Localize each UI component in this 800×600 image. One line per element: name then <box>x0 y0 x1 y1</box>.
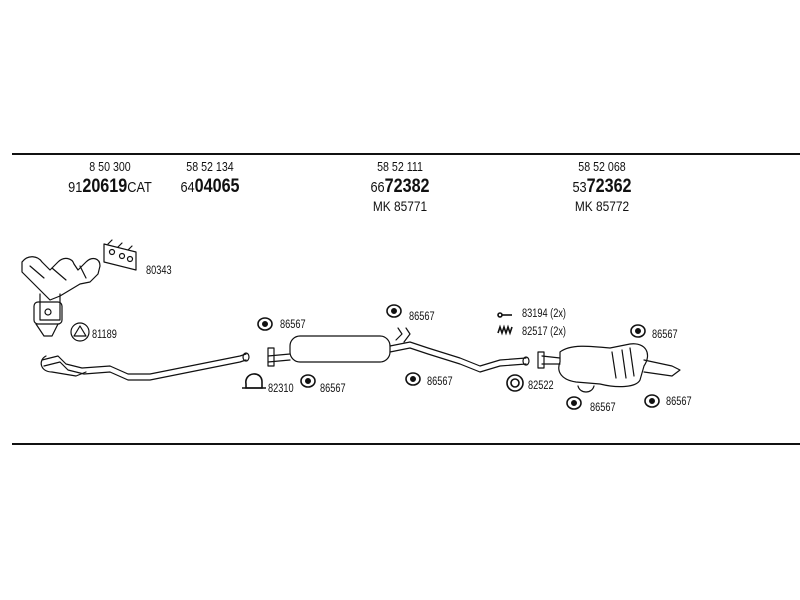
header-manifold-catalyst: 8 50 300 9120619CAT <box>55 160 165 196</box>
label-hanger: 86567 <box>666 396 692 408</box>
header-small-number: 58 52 068 <box>578 159 626 174</box>
label-hanger: 86567 <box>280 319 306 331</box>
header-small-number: 58 52 111 <box>377 159 423 174</box>
label-bolt: 83194 (2x) <box>522 308 566 320</box>
header-mk-number: MK 85772 <box>574 198 630 214</box>
header-main-number: 9120619CAT <box>68 176 152 197</box>
header-small-number: 58 52 134 <box>186 159 234 174</box>
clamp-icon <box>242 373 266 389</box>
label-hanger: 86567 <box>590 402 616 414</box>
label-hanger: 86567 <box>320 383 346 395</box>
label-hanger: 86567 <box>652 329 678 341</box>
hanger-icon <box>566 396 582 410</box>
header-middle-silencer: 58 52 111 6672382 MK 85771 <box>345 160 455 213</box>
hanger-icon <box>300 374 316 388</box>
bolt-icon <box>497 312 512 318</box>
front-pipe <box>40 352 250 381</box>
header-rear-silencer: 58 52 068 5372362 MK 85772 <box>547 160 657 213</box>
rear-silencer <box>537 343 681 393</box>
top-divider <box>12 153 800 155</box>
spring-icon <box>497 324 513 336</box>
label-seal: 82522 <box>528 380 554 392</box>
exhaust-manifold-catalyst <box>21 256 101 337</box>
label-spring: 82517 (2x) <box>522 326 566 338</box>
label-hanger: 86567 <box>409 311 435 323</box>
sealing-ring <box>70 322 90 342</box>
hanger-icon <box>644 394 660 408</box>
bottom-divider <box>12 443 800 445</box>
label-clamp: 82310 <box>268 383 294 395</box>
label-hanger: 86567 <box>427 376 453 388</box>
seal-ring-icon <box>506 374 524 392</box>
header-small-number: 8 50 300 <box>89 159 131 174</box>
header-mk-number: MK 85771 <box>372 198 428 214</box>
manifold-gasket <box>103 239 137 271</box>
label-gasket: 80343 <box>146 265 172 277</box>
label-sealing-ring: 81189 <box>92 329 117 341</box>
header-front-pipe: 58 52 134 6404065 <box>160 160 260 196</box>
header-main-number: 6672382 <box>370 176 430 197</box>
header-main-number: 5372362 <box>572 176 632 197</box>
middle-silencer <box>267 327 530 373</box>
hanger-icon <box>386 304 402 318</box>
hanger-icon <box>405 372 421 386</box>
header-main-number: 6404065 <box>180 176 240 197</box>
hanger-icon <box>257 317 273 331</box>
hanger-icon <box>630 324 646 338</box>
